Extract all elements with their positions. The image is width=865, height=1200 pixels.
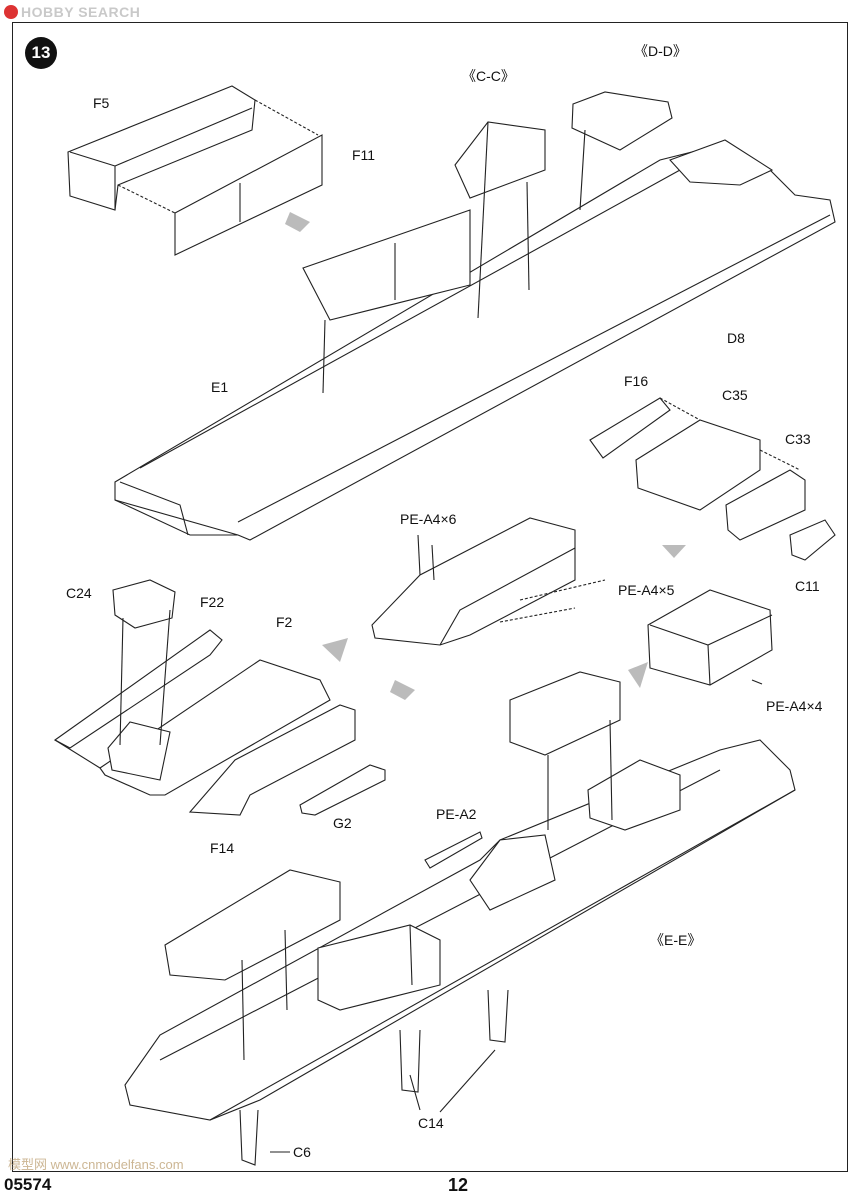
part-f5-f11 <box>67 85 323 256</box>
label-pe-a4x6: PE-A4×6 <box>400 511 457 527</box>
bottom-watermark: 模型网 www.cnmodelfans.com <box>8 1157 184 1172</box>
label-c6: C6 <box>293 1144 311 1160</box>
label-g2: G2 <box>333 815 352 831</box>
label-c-c: 《C-C》 <box>462 68 515 84</box>
label-e-e: 《E-E》 <box>650 932 702 948</box>
watermark-text: HOBBY SEARCH <box>21 4 141 20</box>
assembly-arrow-icon <box>390 680 415 700</box>
part-f2-deck <box>53 579 386 816</box>
label-c35: C35 <box>722 387 748 403</box>
label-f11: F11 <box>352 147 376 163</box>
hobby-search-logo-icon <box>4 5 18 19</box>
hobby-search-watermark: HOBBY SEARCH <box>4 4 140 20</box>
label-pe-a4x5: PE-A4×5 <box>618 582 675 598</box>
page-frame <box>12 22 848 1172</box>
assembly-arrow-icon <box>662 545 686 558</box>
label-c11: C11 <box>795 578 820 594</box>
part-pe-a4-box <box>371 517 606 646</box>
step-number-badge: 13 <box>25 37 57 69</box>
label-pe-a2: PE-A2 <box>436 806 477 822</box>
part-e-e-chassis <box>124 671 796 1166</box>
label-c24: C24 <box>66 585 92 601</box>
label-d8: D8 <box>727 330 745 346</box>
label-f16: F16 <box>624 373 649 389</box>
label-e1: E1 <box>211 379 229 395</box>
product-code: 05574 <box>4 1175 52 1194</box>
label-f22: F22 <box>200 594 225 610</box>
part-e1-d8-chassis <box>114 91 836 541</box>
assembly-arrow-icon <box>285 212 310 232</box>
label-c14: C14 <box>418 1115 444 1131</box>
page-number: 12 <box>448 1175 469 1195</box>
part-c35-group <box>589 397 836 561</box>
label-c33: C33 <box>785 431 811 447</box>
label-f5: F5 <box>93 95 110 111</box>
label-d-d: 《D-D》 <box>634 43 687 59</box>
assembly-arrow-icon <box>628 662 648 688</box>
label-f14: F14 <box>210 840 235 856</box>
label-pe-a4x4: PE-A4×4 <box>766 698 823 714</box>
label-f2: F2 <box>276 614 293 630</box>
part-right-box <box>647 589 773 686</box>
assembly-arrow-icon <box>322 638 348 662</box>
